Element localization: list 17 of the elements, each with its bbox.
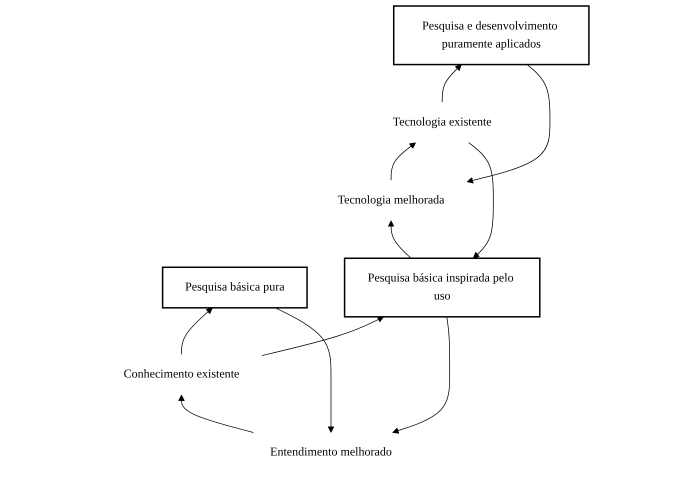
node-box: Pesquisa básica pura <box>162 266 308 309</box>
node-text: Conhecimento existente <box>124 368 240 381</box>
node-text: Tecnologia existente <box>392 116 492 128</box>
arrow <box>178 394 254 433</box>
node-text: Tecnologia melhorada <box>338 194 445 206</box>
arrow <box>181 308 213 355</box>
arrow <box>468 142 494 259</box>
node-text: Entendimento melhorado <box>270 446 392 459</box>
arrow <box>392 316 450 434</box>
node-box: Pesquisa e desenvolvimento puramente aplicados <box>392 5 590 66</box>
node-box: Pesquisa básica inspirada pelo uso <box>344 258 541 318</box>
arrow <box>390 142 416 181</box>
arrow <box>275 307 334 433</box>
arrow <box>442 64 462 102</box>
arrow <box>466 64 550 184</box>
arrow <box>262 316 384 356</box>
arrow <box>388 220 412 259</box>
